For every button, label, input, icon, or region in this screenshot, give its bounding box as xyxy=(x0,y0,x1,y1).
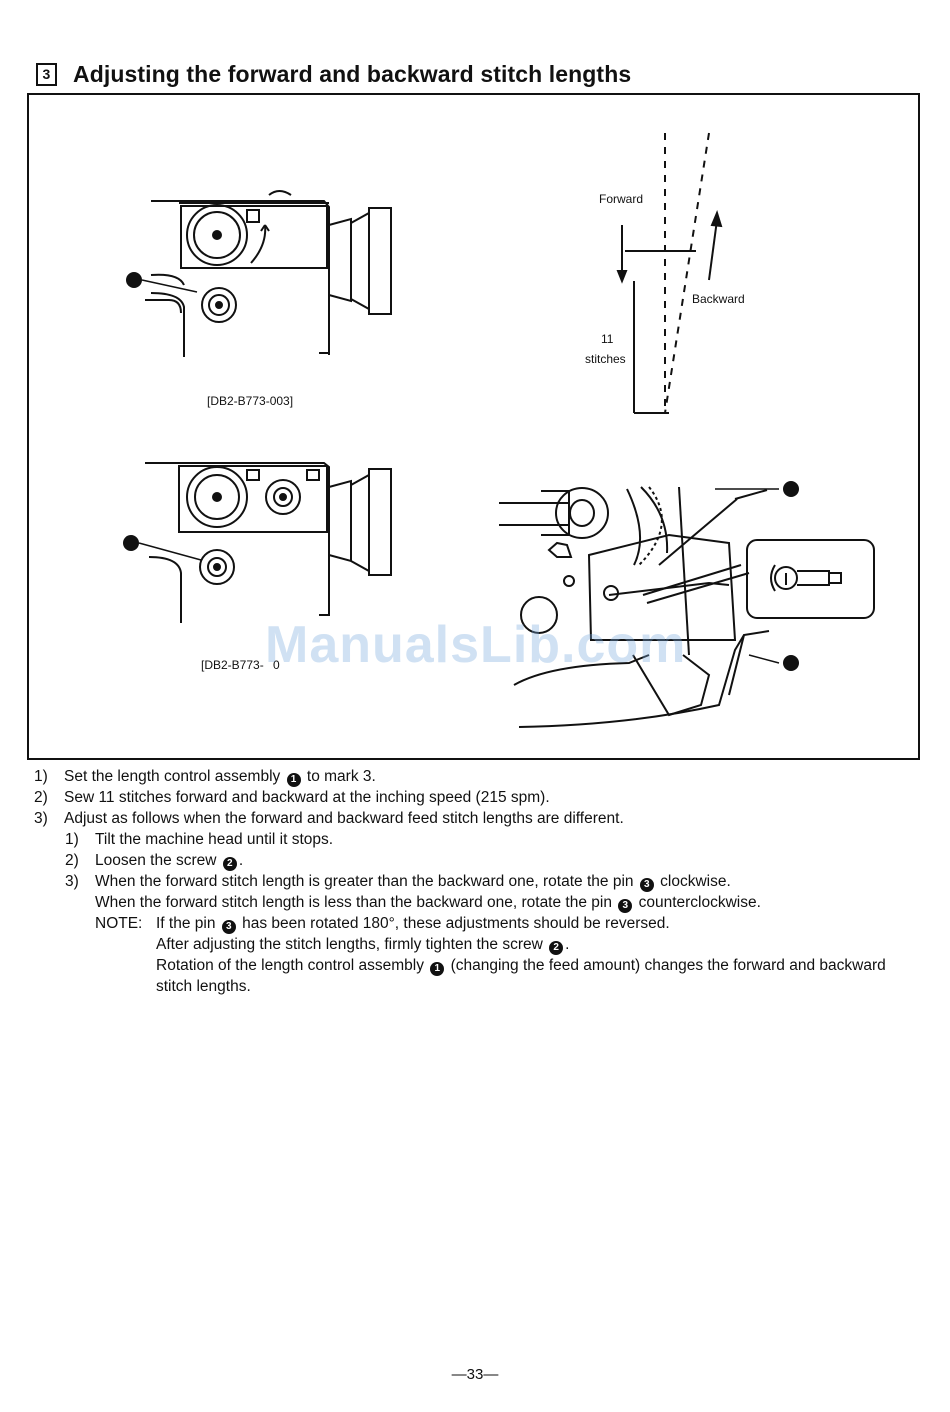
callout-1-top xyxy=(126,272,142,288)
step-number: 2) xyxy=(34,789,48,806)
figure-code-bottom-tail: 0 xyxy=(273,658,280,672)
step-text: Tilt the machine head until it stops. xyxy=(95,831,334,848)
callout-3-icon: 3 xyxy=(221,920,236,934)
step-3: 3) Adjust as follows when the forward an… xyxy=(34,808,914,829)
callout-2-figure xyxy=(783,655,799,671)
figure-illustrations: [DB2-B773-003] [DB2-B773- 0 xyxy=(123,132,875,728)
step-2: 2) Sew 11 stitches forward and backward … xyxy=(34,787,914,808)
step-number: 3) xyxy=(65,873,79,890)
note: NOTE: If the pin 3 has been rotated 180°… xyxy=(34,913,914,934)
figure-code-top: [DB2-B773-003] xyxy=(207,394,293,408)
step-3-3-continued: When the forward stitch length is less t… xyxy=(34,892,914,913)
step-3-2: 2) Loosen the screw 2. xyxy=(34,850,914,871)
step-number: 3) xyxy=(34,810,48,827)
callout-2-icon: 2 xyxy=(222,857,237,871)
note-text: After adjusting the stitch lengths, firm… xyxy=(156,936,570,955)
callout-1-bottom xyxy=(123,535,139,551)
step-number: 2) xyxy=(65,852,79,869)
note-line-2: After adjusting the stitch lengths, firm… xyxy=(34,934,914,955)
callout-1-icon: 1 xyxy=(430,962,445,976)
callout-3-icon: 3 xyxy=(639,878,654,892)
callout-3-figure xyxy=(783,481,799,497)
section-number: 3 xyxy=(36,62,57,86)
watermark: ManualsLib.com xyxy=(265,616,687,674)
step-text: Sew 11 stitches forward and backward at … xyxy=(64,789,550,806)
step-number: 1) xyxy=(65,831,79,848)
callout-2-icon: 2 xyxy=(549,941,564,955)
note-text: Rotation of the length control assembly … xyxy=(156,957,886,995)
machine-head-top-illustration xyxy=(145,190,392,357)
machine-head-bottom-illustration xyxy=(145,462,392,623)
step-number: 1) xyxy=(34,768,48,785)
figure-code-bottom-text: [DB2-B773- xyxy=(201,658,264,672)
step-1: 1) Set the length control assembly 1 to … xyxy=(34,766,914,787)
forward-label: Forward xyxy=(599,192,643,206)
step-3-1: 1) Tilt the machine head until it stops. xyxy=(34,829,914,850)
feed-mechanism-illustration xyxy=(499,486,770,728)
callout-1-icon: 1 xyxy=(286,773,301,787)
step-3-3: 3) When the forward stitch length is gre… xyxy=(34,871,914,892)
figure-code-bottom: [DB2-B773- 0 xyxy=(201,658,280,672)
stitch-count: 11 xyxy=(601,332,614,346)
step-text: Set the length control assembly 1 to mar… xyxy=(64,768,376,787)
page-number: —33— xyxy=(451,1366,499,1383)
figure-panel: [DB2-B773-003] [DB2-B773- 0 xyxy=(27,93,920,760)
stitch-length-diagram xyxy=(616,132,723,414)
note-line-3: Rotation of the length control assembly … xyxy=(34,955,914,997)
stitch-count-unit: stitches xyxy=(585,352,626,366)
section-title: 3 Adjusting the forward and backward sti… xyxy=(36,58,631,90)
callout-3-icon: 3 xyxy=(618,899,633,913)
step-text: When the forward stitch length is greate… xyxy=(95,873,731,892)
instruction-steps: 1) Set the length control assembly 1 to … xyxy=(34,766,914,997)
note-text: If the pin 3 has been rotated 180°, thes… xyxy=(156,915,670,934)
section-title-text: Adjusting the forward and backward stitc… xyxy=(73,60,632,87)
step-text: Loosen the screw 2. xyxy=(95,852,244,871)
pin-detail-inset xyxy=(746,539,875,619)
step-text: Adjust as follows when the forward and b… xyxy=(64,810,624,827)
backward-label: Backward xyxy=(692,292,745,306)
step-text: When the forward stitch length is less t… xyxy=(95,894,761,913)
note-label: NOTE: xyxy=(95,915,143,932)
